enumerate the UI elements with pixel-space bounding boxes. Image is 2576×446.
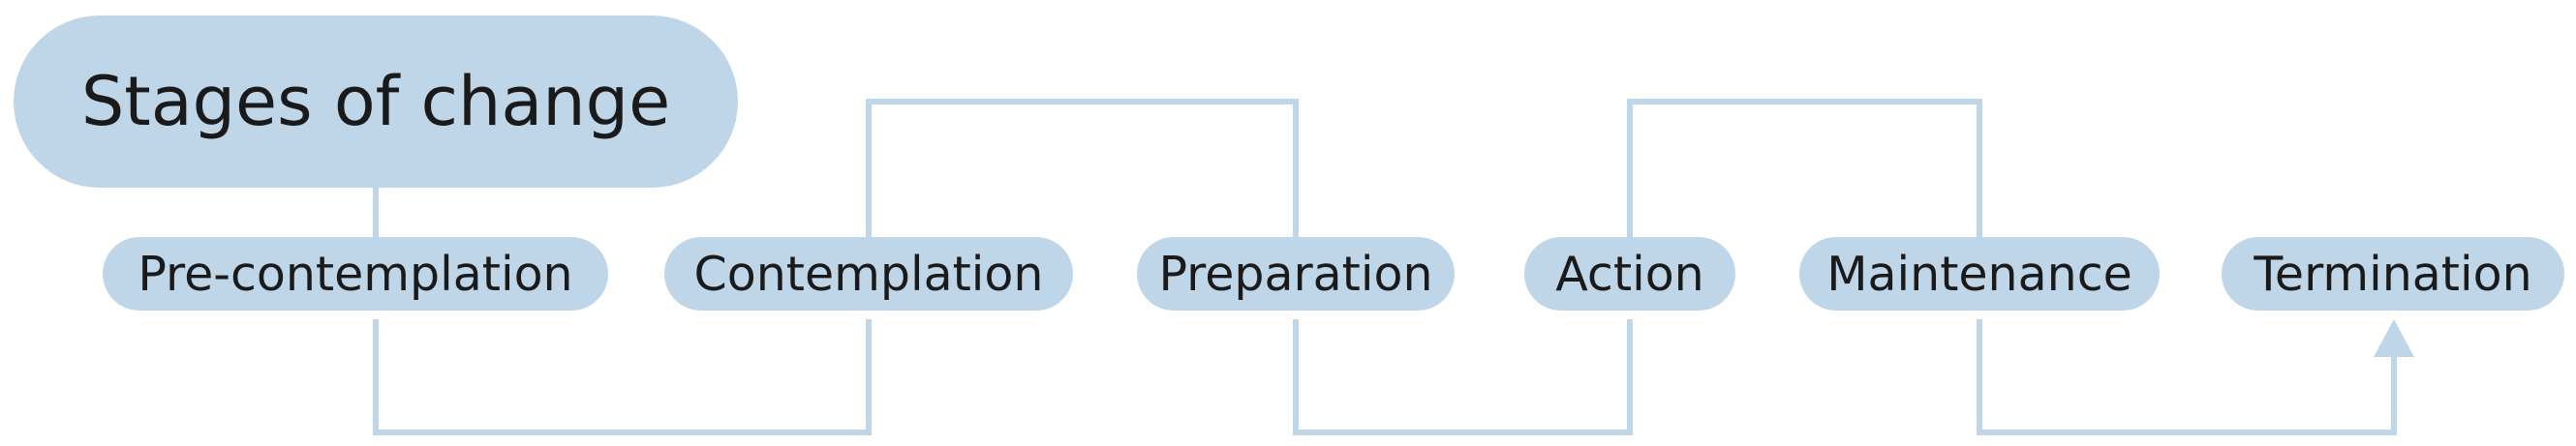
connector-contemplation-to-preparation bbox=[866, 99, 1299, 237]
stage-label: Preparation bbox=[1158, 246, 1433, 302]
stage-node-contemplation: Contemplation bbox=[664, 237, 1073, 311]
connector-action-to-maintenance bbox=[1627, 99, 1982, 237]
stage-label: Contemplation bbox=[693, 246, 1044, 302]
connector-maintenance-to-termination bbox=[1977, 319, 2397, 435]
stage-node-precontemplation: Pre-contemplation bbox=[103, 237, 608, 311]
diagram-title: Stages of change bbox=[80, 62, 671, 141]
stage-node-action: Action bbox=[1524, 237, 1735, 311]
arrow-head-icon bbox=[2374, 319, 2414, 357]
connector-precontemplation-to-contemplation bbox=[373, 319, 872, 435]
stage-label: Maintenance bbox=[1826, 246, 2132, 302]
diagram-title-node: Stages of change bbox=[14, 15, 738, 188]
stage-node-maintenance: Maintenance bbox=[1799, 237, 2160, 311]
stage-node-termination: Termination bbox=[2222, 237, 2564, 311]
stage-label: Termination bbox=[2254, 246, 2532, 302]
stage-label: Action bbox=[1555, 246, 1704, 302]
stage-node-preparation: Preparation bbox=[1137, 237, 1455, 311]
connector-preparation-to-action bbox=[1293, 319, 1633, 435]
stage-label: Pre-contemplation bbox=[138, 246, 573, 302]
